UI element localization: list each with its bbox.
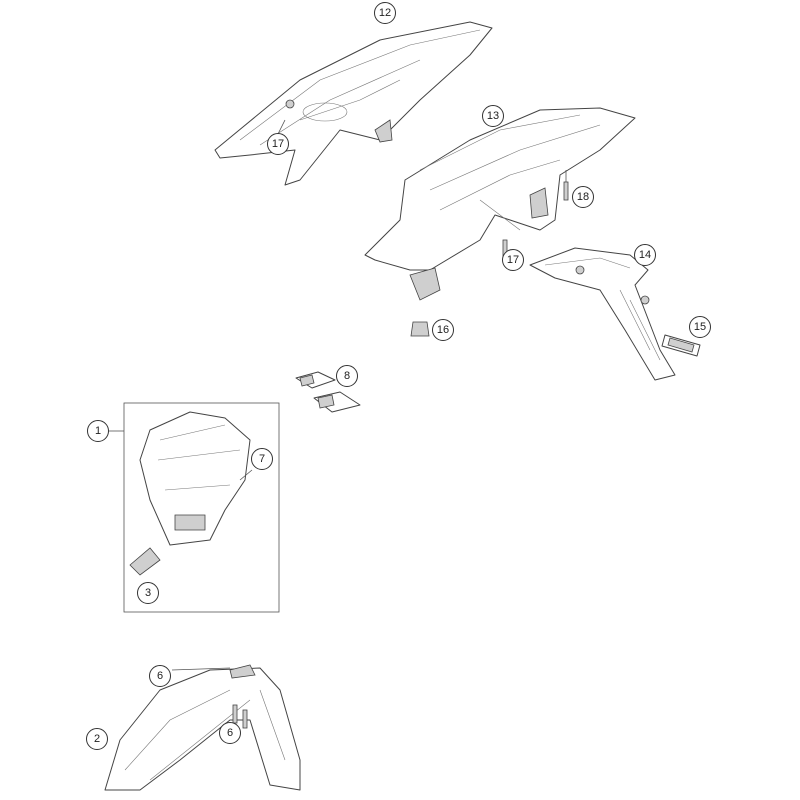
assembly-frame (123, 402, 280, 613)
callout-7[interactable]: 7 (251, 448, 273, 470)
callout-17[interactable]: 17 (267, 133, 289, 155)
callout-18[interactable]: 18 (572, 186, 594, 208)
callout-6[interactable]: 6 (219, 722, 241, 744)
callout-14[interactable]: 14 (634, 244, 656, 266)
callout-16[interactable]: 16 (432, 319, 454, 341)
part-front-fender[interactable] (104, 664, 301, 791)
part-license-plate-holder[interactable] (529, 247, 676, 381)
callout-17[interactable]: 17 (502, 249, 524, 271)
callout-12[interactable]: 12 (374, 2, 396, 24)
callout-3[interactable]: 3 (137, 582, 159, 604)
callout-13[interactable]: 13 (482, 105, 504, 127)
part-bracket[interactable] (129, 547, 161, 576)
callout-2[interactable]: 2 (86, 728, 108, 750)
part-reflector[interactable] (661, 334, 701, 357)
part-cable-clamps[interactable] (295, 371, 361, 413)
callout-1[interactable]: 1 (87, 420, 109, 442)
part-headlight-mask[interactable] (139, 411, 251, 546)
part-rear-fender[interactable] (364, 107, 636, 301)
callout-8[interactable]: 8 (336, 365, 358, 387)
part-rubber-bushing[interactable] (410, 321, 430, 337)
callout-6[interactable]: 6 (149, 665, 171, 687)
callout-15[interactable]: 15 (689, 316, 711, 338)
